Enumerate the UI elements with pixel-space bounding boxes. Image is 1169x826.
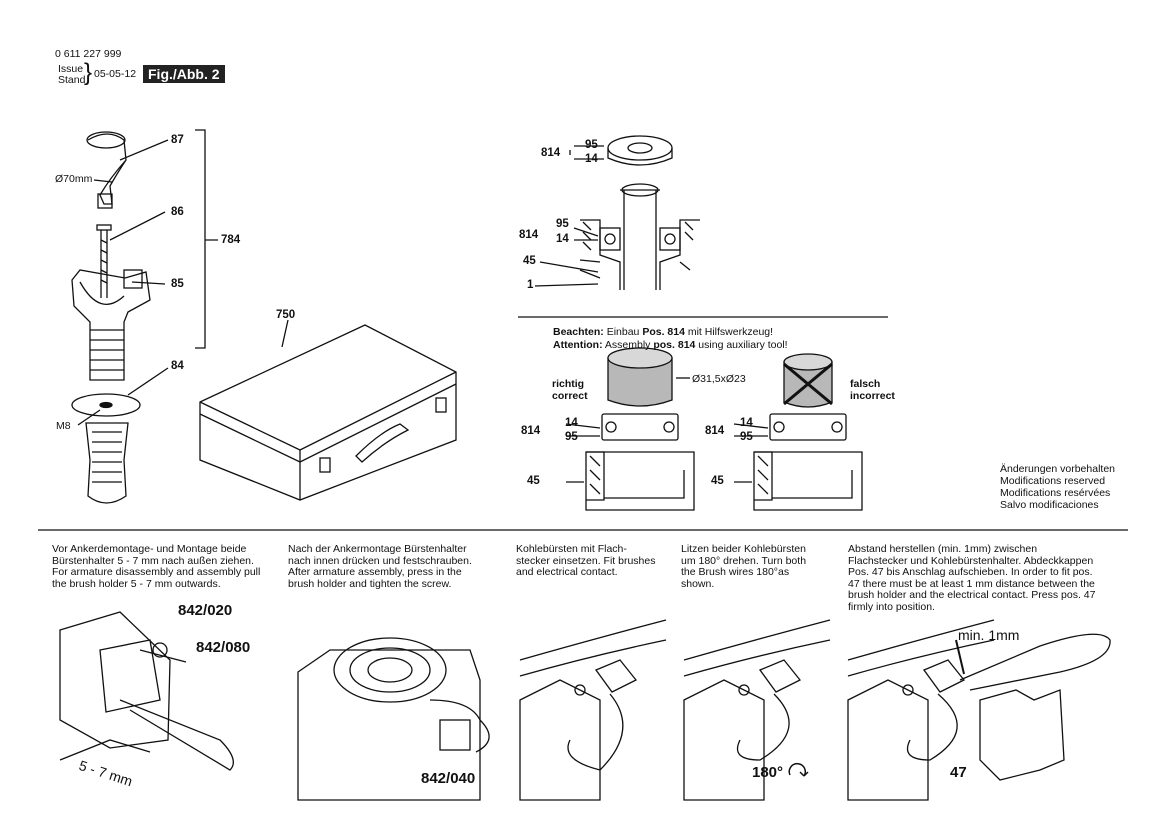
callout-814-top: 814 xyxy=(541,147,561,159)
note-en-text2: using auxiliary tool! xyxy=(695,339,788,351)
correct-install-drawing xyxy=(585,347,695,511)
dimension-label: Ø31,5xØ23 xyxy=(692,373,746,385)
callout-784: 784 xyxy=(221,234,241,246)
note-de: Beachten: Einbau Pos. 814 mit Hilfswerkz… xyxy=(553,326,773,338)
issue-label: Issue xyxy=(58,63,84,75)
step5-drawing xyxy=(847,619,1111,801)
incorrect-install-drawing xyxy=(753,353,863,511)
part-number: 0 611 227 999 xyxy=(55,48,122,60)
step-4-text: Litzen beider Kohlebürsten um 180° drehe… xyxy=(681,543,807,590)
callout-814-right: 814 xyxy=(705,425,725,437)
callout-14-top: 14 xyxy=(585,153,598,165)
callout-84: 84 xyxy=(171,360,184,372)
callout-814-left: 814 xyxy=(521,425,541,437)
callout-842-040: 842/040 xyxy=(421,770,476,787)
washer-drawing xyxy=(71,393,141,417)
rotation-label: 180° xyxy=(752,764,784,781)
callout-95-right: 95 xyxy=(740,431,753,443)
callout-45-right: 45 xyxy=(711,475,724,487)
callout-14-left: 14 xyxy=(565,417,578,429)
handle-body-drawing xyxy=(71,269,151,381)
callout-95-mid: 95 xyxy=(556,218,569,230)
issue-brace: } xyxy=(84,59,93,86)
modifications-es: Salvo modificaciones xyxy=(1000,499,1099,511)
correct-de: richtig xyxy=(552,378,585,390)
stand-label: Stand xyxy=(58,74,86,86)
callout-1: 1 xyxy=(527,279,534,291)
note-de-text1: Einbau xyxy=(606,326,643,338)
callout-842-080: 842/080 xyxy=(196,639,251,656)
callout-14-right: 14 xyxy=(740,417,753,429)
callout-95-top: 95 xyxy=(585,139,598,151)
bearing-top-drawing xyxy=(607,135,673,166)
step4-drawing xyxy=(683,619,831,801)
correct-en: correct xyxy=(552,390,588,402)
callout-47: 47 xyxy=(950,764,967,781)
callout-95-left: 95 xyxy=(565,431,578,443)
note-en-text1: Assembly xyxy=(604,339,654,351)
callout-85: 85 xyxy=(171,278,184,290)
step2-drawing xyxy=(297,637,490,801)
modifications-en: Modifications reserved xyxy=(1000,475,1106,487)
callout-86: 86 xyxy=(171,206,184,218)
diameter-label: Ø70mm xyxy=(55,173,93,185)
issue-date: 05-05-12 xyxy=(94,68,137,80)
carrying-case-drawing xyxy=(199,319,457,501)
callout-87: 87 xyxy=(171,134,184,146)
callout-45-left: 45 xyxy=(527,475,540,487)
callout-45-top: 45 xyxy=(523,255,536,267)
note-en-pos: pos. 814 xyxy=(653,339,696,351)
step-3-text: Kohlebürsten mit Flach- stecker einsetze… xyxy=(516,543,656,578)
figure-label: Fig./Abb. 2 xyxy=(143,65,225,83)
step-1-text: Vor Ankerdemontage- und Montage beide Bü… xyxy=(52,543,261,590)
step-5-text: Abstand herstellen (min. 1mm) zwischen F… xyxy=(848,543,1096,613)
callout-842-020: 842/020 xyxy=(178,602,233,619)
callout-750: 750 xyxy=(276,309,296,321)
note-de-text2: mit Hilfswerkzeug! xyxy=(684,326,774,338)
note-de-label: Beachten: xyxy=(553,326,604,338)
spindle-section-drawing xyxy=(579,183,700,290)
step1-drawing xyxy=(59,611,234,771)
thread-label: M8 xyxy=(56,420,71,432)
note-en: Attention: Assembly pos. 814 using auxil… xyxy=(553,339,788,351)
step3-drawing xyxy=(519,619,667,801)
note-en-label: Attention: xyxy=(553,339,603,351)
incorrect-en: incorrect xyxy=(850,390,895,402)
callout-14-mid: 14 xyxy=(556,233,569,245)
step-2-text: Nach der Ankermontage Bürstenhalter nach… xyxy=(288,543,472,590)
grip-drawing xyxy=(85,422,129,504)
modifications-de: Änderungen vorbehalten xyxy=(1000,463,1116,475)
min-distance-label: min. 1mm xyxy=(958,627,1020,643)
modifications-fr: Modifications resérvées xyxy=(1000,487,1111,499)
note-de-pos: Pos. 814 xyxy=(642,326,685,338)
incorrect-de: falsch xyxy=(850,378,881,390)
callout-814-mid: 814 xyxy=(519,229,539,241)
depth-gauge-clamp-drawing xyxy=(86,131,127,209)
clamp-bolt-drawing xyxy=(96,224,112,298)
